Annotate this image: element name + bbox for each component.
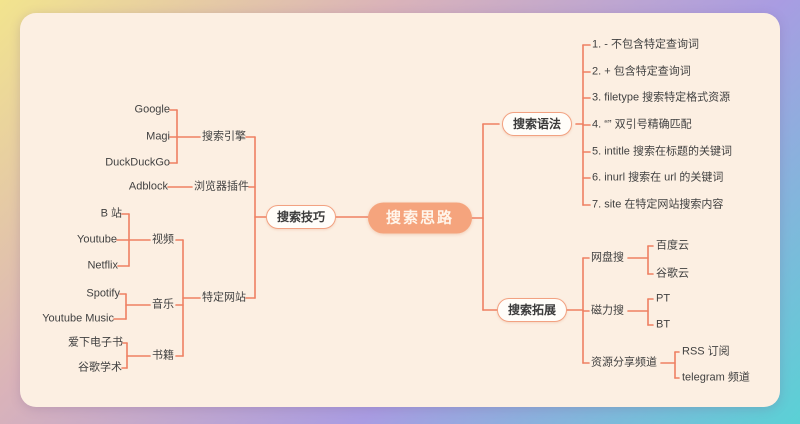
node-adblock[interactable]: Adblock	[128, 180, 168, 193]
node-magnet-search[interactable]: 磁力搜	[591, 304, 624, 317]
node-books[interactable]: 书籍	[152, 349, 174, 362]
node-bilibili[interactable]: B 站	[100, 207, 122, 220]
node-browser-plugins[interactable]: 浏览器插件	[194, 180, 249, 193]
node-search-syntax[interactable]: 搜索语法	[501, 112, 573, 136]
node-spotify[interactable]: Spotify	[86, 287, 120, 300]
node-rss[interactable]: RSS 订阅	[682, 345, 730, 358]
node-bt[interactable]: BT	[656, 318, 671, 331]
node-syntax-4[interactable]: 4. “” 双引号精确匹配	[592, 118, 692, 131]
node-music[interactable]: 音乐	[152, 298, 174, 311]
node-resource-channels[interactable]: 资源分享频道	[591, 356, 657, 369]
node-duckduckgo[interactable]: DuckDuckGo	[105, 156, 170, 169]
node-syntax-2[interactable]: 2. + 包含特定查询词	[592, 65, 691, 78]
node-aixia-ebook[interactable]: 爱下电子书	[68, 336, 123, 349]
node-video[interactable]: 视频	[152, 233, 174, 246]
node-youtube[interactable]: Youtube	[77, 233, 117, 246]
node-netflix[interactable]: Netflix	[87, 259, 118, 272]
node-magi[interactable]: Magi	[146, 130, 170, 143]
node-baidu-cloud[interactable]: 百度云	[656, 239, 689, 252]
node-search-expand[interactable]: 搜索拓展	[496, 298, 568, 322]
node-search-engines[interactable]: 搜索引擎	[202, 130, 246, 143]
node-search-skills[interactable]: 搜索技巧	[265, 205, 337, 229]
node-google[interactable]: Google	[134, 103, 170, 116]
node-root[interactable]: 搜索思路	[367, 202, 473, 234]
node-syntax-1[interactable]: 1. - 不包含特定查询词	[592, 38, 699, 51]
node-google-scholar[interactable]: 谷歌学术	[78, 361, 122, 374]
node-syntax-6[interactable]: 6. inurl 搜索在 url 的关键词	[592, 171, 724, 184]
node-youtube-music[interactable]: Youtube Music	[42, 312, 114, 325]
node-syntax-5[interactable]: 5. intitle 搜索在标题的关键词	[592, 145, 732, 158]
node-syntax-7[interactable]: 7. site 在特定网站搜索内容	[592, 198, 724, 211]
node-google-cloud[interactable]: 谷歌云	[656, 267, 689, 280]
node-syntax-3[interactable]: 3. filetype 搜索特定格式资源	[592, 91, 731, 104]
node-pt[interactable]: PT	[656, 292, 671, 305]
node-specific-sites[interactable]: 特定网站	[202, 291, 246, 304]
node-netdisk-search[interactable]: 网盘搜	[591, 251, 624, 264]
node-telegram[interactable]: telegram 频道	[682, 371, 750, 384]
